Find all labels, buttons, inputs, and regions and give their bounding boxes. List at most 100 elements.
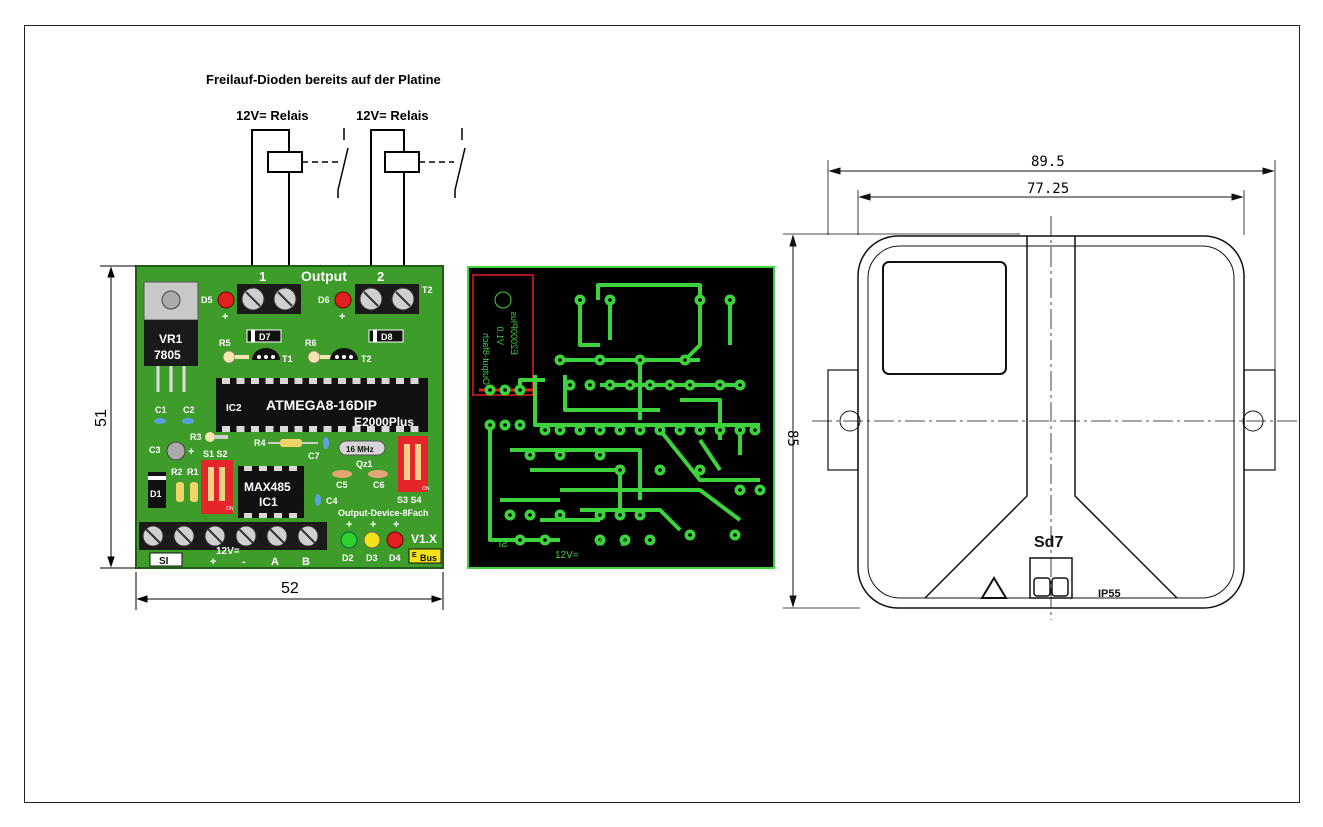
dip-switch-s3-s4	[398, 436, 428, 492]
output-2-label: 2	[377, 269, 384, 284]
label-t2: T2	[361, 354, 372, 364]
pcb-pad-hole	[488, 423, 492, 427]
housing-outer-width: 89.5	[1031, 154, 1065, 170]
resistor-r2	[176, 482, 184, 502]
pcb-pad-hole	[738, 488, 742, 492]
pcb-pad-hole	[503, 423, 507, 427]
housing-window	[882, 261, 1007, 375]
atmega-pin	[251, 426, 259, 432]
atmega-pin	[323, 378, 332, 384]
relay-2-label: 12V= Relais	[356, 108, 429, 123]
label-r3: R3	[190, 432, 202, 442]
max485-pin	[244, 513, 252, 518]
label-c6: C6	[373, 480, 385, 490]
atmega-pin	[265, 426, 274, 432]
board-dimensions	[100, 265, 444, 610]
pcb-trace	[488, 425, 560, 542]
atmega-pin	[222, 426, 230, 432]
atmega-pin	[381, 426, 390, 432]
bus-terminal	[139, 522, 327, 550]
label-t2-top: T2	[422, 285, 433, 295]
atmega-pin	[381, 378, 390, 384]
pcb-trace	[533, 375, 760, 427]
pcb-pad-hole	[578, 298, 582, 302]
pcb-pad-hole	[738, 383, 742, 387]
atmega-pin	[236, 378, 245, 384]
crystal-ref: Qz1	[356, 459, 373, 469]
pcb-pad-hole	[668, 383, 672, 387]
ic-max485	[238, 466, 304, 518]
label-s1s2: S1 S2	[203, 449, 228, 459]
label-s3s4: S3 S4	[397, 495, 422, 505]
pcb-pad-hole	[518, 388, 522, 392]
pcb-pad-hole	[618, 428, 622, 432]
atmega-pin	[251, 378, 259, 384]
atmega-pin	[396, 378, 404, 384]
pcb-pad-hole	[688, 533, 692, 537]
atmega-pin	[338, 426, 346, 432]
pcb-pad-hole	[508, 513, 512, 517]
pcb-text-brand: E2000Plus	[509, 311, 519, 355]
pcb-pad-hole	[728, 298, 732, 302]
label-c1: C1	[155, 405, 167, 415]
diode-d1	[148, 472, 166, 508]
pcb-trace	[596, 283, 702, 300]
pcb-pad-hole	[608, 298, 612, 302]
housing-height: 85	[784, 430, 800, 447]
pcb-pad-hole	[623, 538, 627, 542]
relay-schematic: 12V= Relais 12V= Relais	[236, 108, 466, 282]
label-r5: R5	[219, 338, 231, 348]
drawing-frame	[24, 25, 1300, 803]
pcb-pad-hole	[558, 358, 562, 362]
atmega-pin	[309, 378, 317, 384]
led-d2	[340, 531, 358, 549]
pcb-pad-hole	[718, 383, 722, 387]
regulator-vr1	[144, 320, 198, 366]
ic-atmega	[216, 378, 428, 432]
transceiver-ref: IC1	[259, 495, 278, 509]
mcu-ref: IC2	[226, 403, 242, 414]
pcb-pad-hole	[543, 428, 547, 432]
pcb-pad-hole	[733, 533, 737, 537]
pcb-pad-hole	[558, 428, 562, 432]
bus-terminal-screws	[142, 525, 319, 547]
mcu-brand: E2000Plus	[354, 415, 414, 429]
pcb-trace	[560, 488, 742, 522]
screw-slot	[145, 528, 161, 544]
label-t1: T1	[282, 354, 293, 364]
pcb-pad-hole	[638, 358, 642, 362]
screw-slot	[300, 528, 316, 544]
label-c2: C2	[183, 405, 195, 415]
pcb-a: A	[597, 538, 604, 549]
pcb-pad-hole	[528, 453, 532, 457]
pcb-pad-hole	[503, 388, 507, 392]
terminal-minus: -	[242, 556, 246, 568]
diode-d7	[246, 329, 282, 343]
pcb-pad-hole	[738, 428, 742, 432]
max485-pins	[244, 466, 297, 518]
output-board: 1 Output 2 D5 + D6 + T2 VR1 7805 D7 D8 R…	[135, 265, 444, 569]
pcb-pad-hole	[608, 383, 612, 387]
ebus-logo	[408, 548, 442, 564]
dip-switch-s1-s2	[201, 460, 233, 514]
label-d2: D2	[342, 553, 354, 563]
terminal-plus: +	[210, 556, 216, 568]
atmega-pin	[396, 426, 404, 432]
pcb-pad-hole	[698, 468, 702, 472]
pcb-trace	[578, 300, 600, 347]
pcb-pad-hole	[598, 358, 602, 362]
resistor-r4	[280, 439, 302, 447]
led-d5	[217, 291, 235, 309]
pcb-pad-hole	[528, 513, 532, 517]
label-d1: D1	[150, 489, 162, 499]
crystal-qz1	[338, 440, 386, 456]
label-d3: D3	[366, 553, 378, 563]
pcb-pad-hole	[683, 358, 687, 362]
regulator-ref: VR1	[159, 332, 183, 346]
pcb-pad-hole	[758, 488, 762, 492]
transceiver-part: MAX485	[244, 480, 291, 494]
atmega-pin	[280, 426, 288, 432]
pcb-pad-hole	[628, 383, 632, 387]
regulator-part: 7805	[154, 348, 181, 362]
